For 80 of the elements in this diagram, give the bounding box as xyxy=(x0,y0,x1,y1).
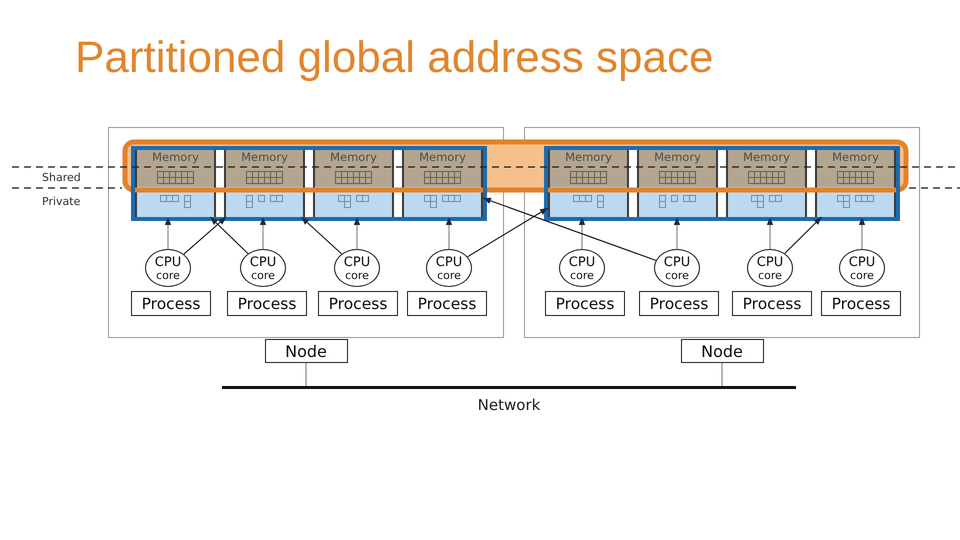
memory-label: Memory xyxy=(653,150,702,164)
cpu-label: CPU xyxy=(250,256,276,270)
arrow xyxy=(183,216,227,255)
cpu-label: CPU xyxy=(756,256,784,270)
memory-block xyxy=(548,150,629,217)
arrow xyxy=(354,217,360,249)
cpu-label: CPU xyxy=(344,256,370,270)
arrow xyxy=(300,216,342,254)
region-label: Private xyxy=(42,195,80,208)
memory-block xyxy=(402,150,483,217)
arrow xyxy=(446,217,452,249)
memory-label: Memory xyxy=(742,150,791,164)
arrow xyxy=(260,217,266,249)
process-box xyxy=(227,291,307,316)
memory-label: Memory xyxy=(831,150,880,164)
process-box xyxy=(821,291,901,316)
memory-block xyxy=(224,150,305,217)
process-label: Process xyxy=(328,294,388,312)
core-label: core xyxy=(665,270,689,280)
process-box xyxy=(732,291,812,316)
arrow xyxy=(784,216,822,254)
cpu-label: CPU xyxy=(568,256,596,270)
cpu-label: CPU xyxy=(848,256,876,270)
process-label: Process xyxy=(650,294,708,312)
core-label: core xyxy=(345,270,369,280)
network-label: Network xyxy=(476,396,542,414)
core-label: core xyxy=(570,270,594,280)
process-label: Process xyxy=(742,294,802,312)
memory-label: Memory xyxy=(240,150,289,164)
arrow xyxy=(467,208,548,258)
arrow xyxy=(766,217,774,249)
arrow xyxy=(674,217,680,249)
memory-label: Memory xyxy=(151,150,200,164)
process-box xyxy=(131,291,211,316)
process-box xyxy=(639,291,719,316)
cpu-core-ellipse xyxy=(240,249,286,287)
memory-block xyxy=(135,150,216,217)
core-label: core xyxy=(850,270,874,280)
slide-title: Partitioned global address space xyxy=(75,33,714,83)
cpu-core-ellipse xyxy=(559,249,605,287)
arrow xyxy=(578,217,586,249)
core-label: core xyxy=(251,270,275,280)
connector-line xyxy=(721,363,723,386)
node-box xyxy=(264,339,348,363)
process-label: Process xyxy=(832,294,890,312)
cpu-label: CPU xyxy=(154,256,182,270)
cpu-core-ellipse xyxy=(334,249,380,287)
memory-label: Memory xyxy=(329,150,378,164)
process-box xyxy=(318,291,398,316)
cpu-label: CPU xyxy=(664,256,690,270)
process-label: Process xyxy=(142,294,200,312)
memory-block xyxy=(313,150,394,217)
cpu-core-ellipse xyxy=(747,249,793,287)
process-label: Process xyxy=(238,294,296,312)
arrow xyxy=(482,198,656,261)
cpu-core-ellipse xyxy=(145,249,191,287)
memory-label: Memory xyxy=(564,150,613,164)
process-box xyxy=(407,291,487,316)
memory-block xyxy=(637,150,718,217)
process-label: Process xyxy=(418,294,476,312)
arrow xyxy=(164,217,172,249)
memory-block xyxy=(726,150,807,217)
arrow xyxy=(858,217,866,249)
memory-label: Memory xyxy=(418,150,467,164)
core-label: core xyxy=(758,270,782,280)
cpu-core-ellipse xyxy=(839,249,885,287)
connector-line xyxy=(305,363,307,386)
core-label: core xyxy=(437,270,461,280)
arrow xyxy=(210,216,248,254)
region-label: Shared xyxy=(42,171,81,184)
process-box xyxy=(545,291,625,316)
cpu-core-ellipse xyxy=(426,249,472,287)
process-label: Process xyxy=(556,294,614,312)
cpu-label: CPU xyxy=(436,256,462,270)
node-box xyxy=(680,339,764,363)
node-label: Node xyxy=(701,342,743,360)
node-label: Node xyxy=(285,342,327,360)
core-label: core xyxy=(156,270,180,280)
memory-block xyxy=(815,150,896,217)
cpu-core-ellipse xyxy=(654,249,700,287)
